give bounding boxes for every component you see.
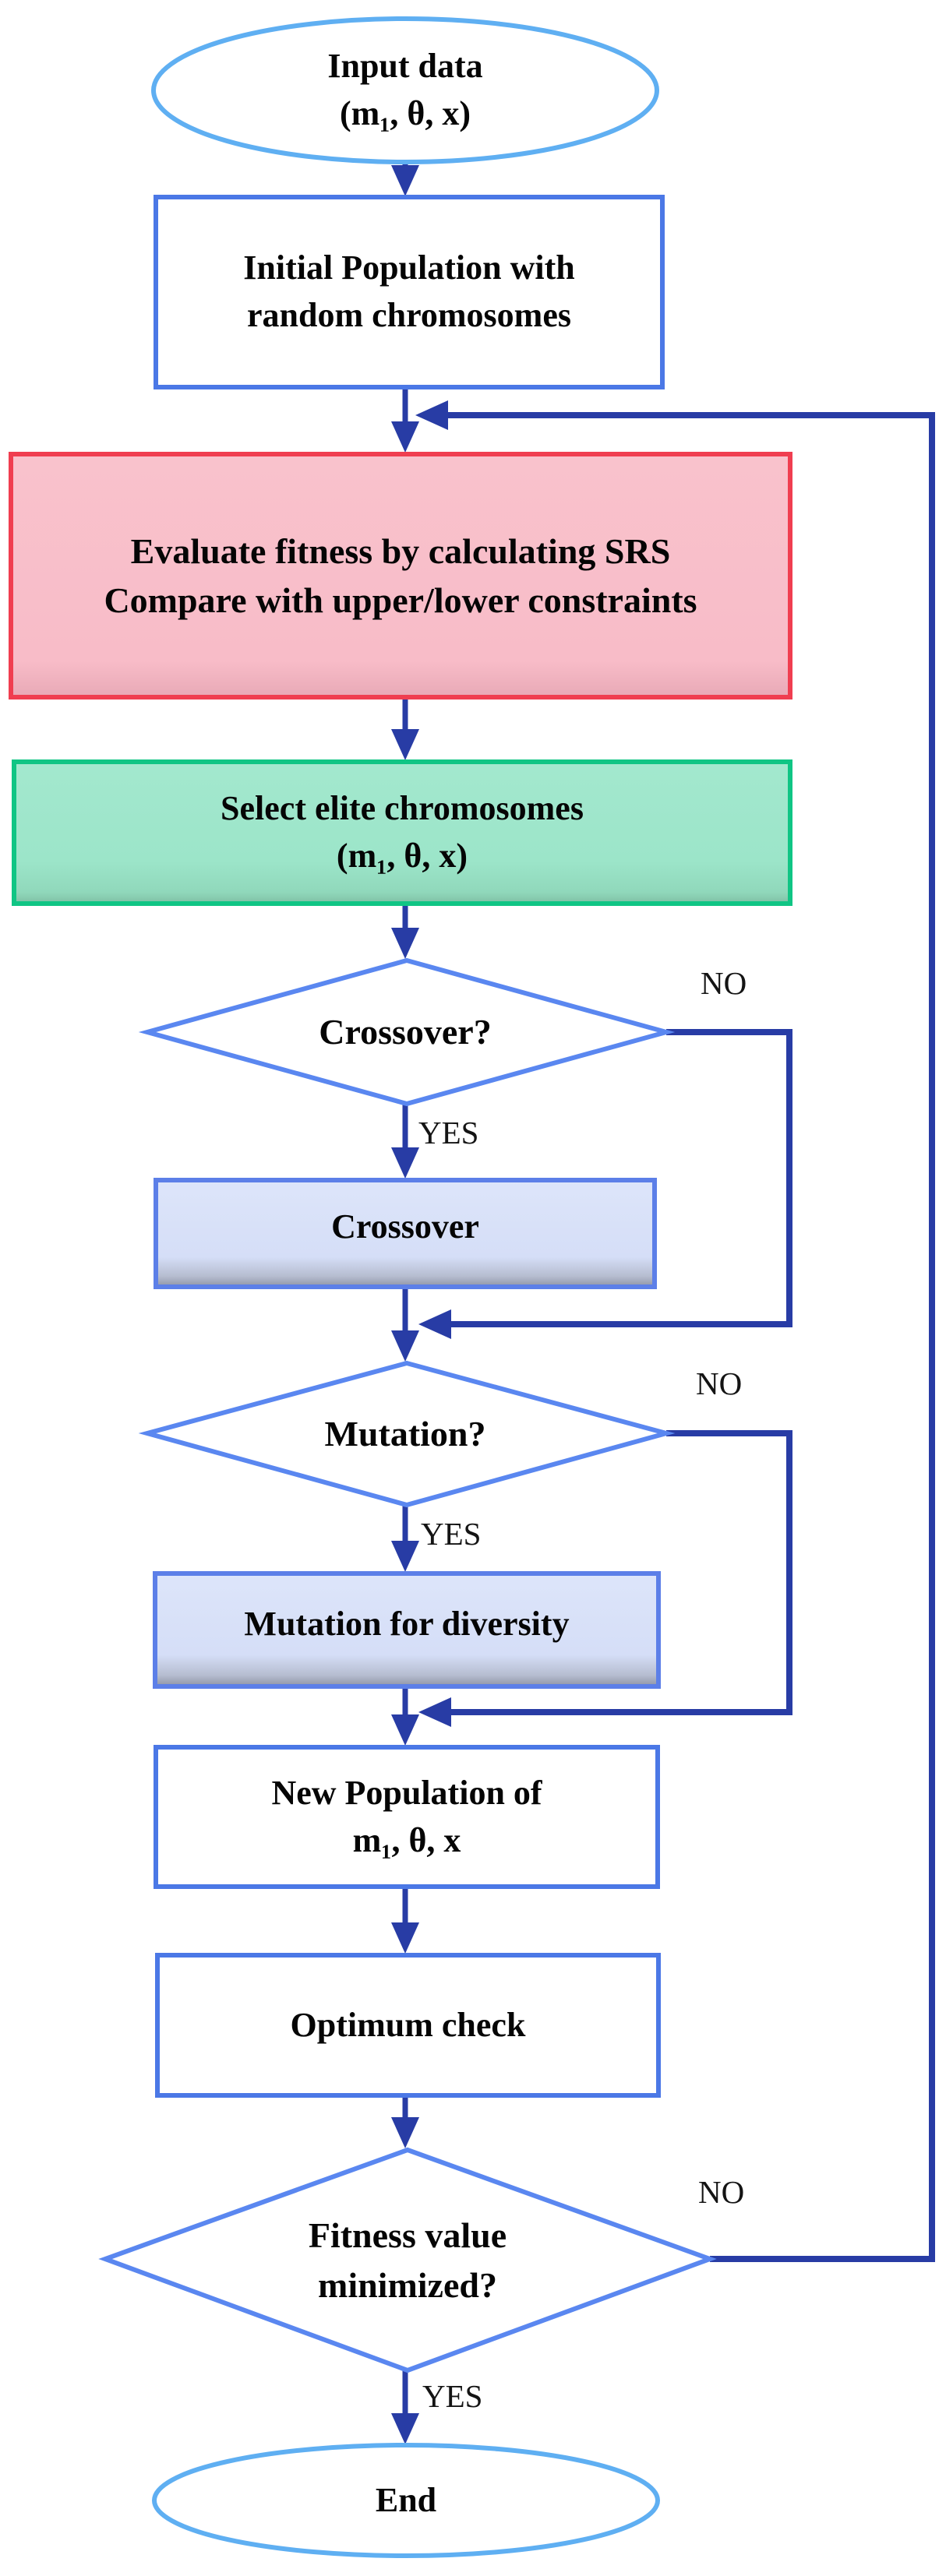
fitness-yes-label: YES [422, 2378, 483, 2414]
mutation-diamond [138, 1360, 676, 1508]
new-population-box [154, 1745, 660, 1889]
crossover-no-label: NO [701, 965, 747, 1001]
crossover-no-loop-line [429, 1029, 792, 1327]
mutation-no-arrowhead-icon [418, 1697, 451, 1727]
crossover-box [154, 1178, 657, 1289]
end-ellipse [152, 2443, 660, 2558]
input-ellipse [151, 16, 659, 164]
mutation-box [153, 1571, 661, 1689]
evaluate-fitness-box [9, 452, 792, 700]
crossover-diamond [138, 957, 676, 1107]
mutation-yes-label: YES [421, 1516, 482, 1552]
spine-arrowheads [391, 165, 419, 2444]
select-elite-box [12, 759, 792, 906]
fitness-no-label: NO [698, 2174, 745, 2210]
mutation-no-loop-line [429, 1430, 792, 1715]
crossover-yes-label: YES [418, 1115, 479, 1151]
mutation-no-label: NO [696, 1366, 743, 1401]
feedback-loop-line [426, 412, 935, 2262]
fitness-diamond [98, 2147, 717, 2373]
initial-population-box [154, 195, 665, 389]
feedback-loop-arrowhead-icon [415, 400, 448, 430]
optimum-check-box [155, 1953, 661, 2098]
crossover-no-arrowhead-icon [418, 1309, 451, 1339]
